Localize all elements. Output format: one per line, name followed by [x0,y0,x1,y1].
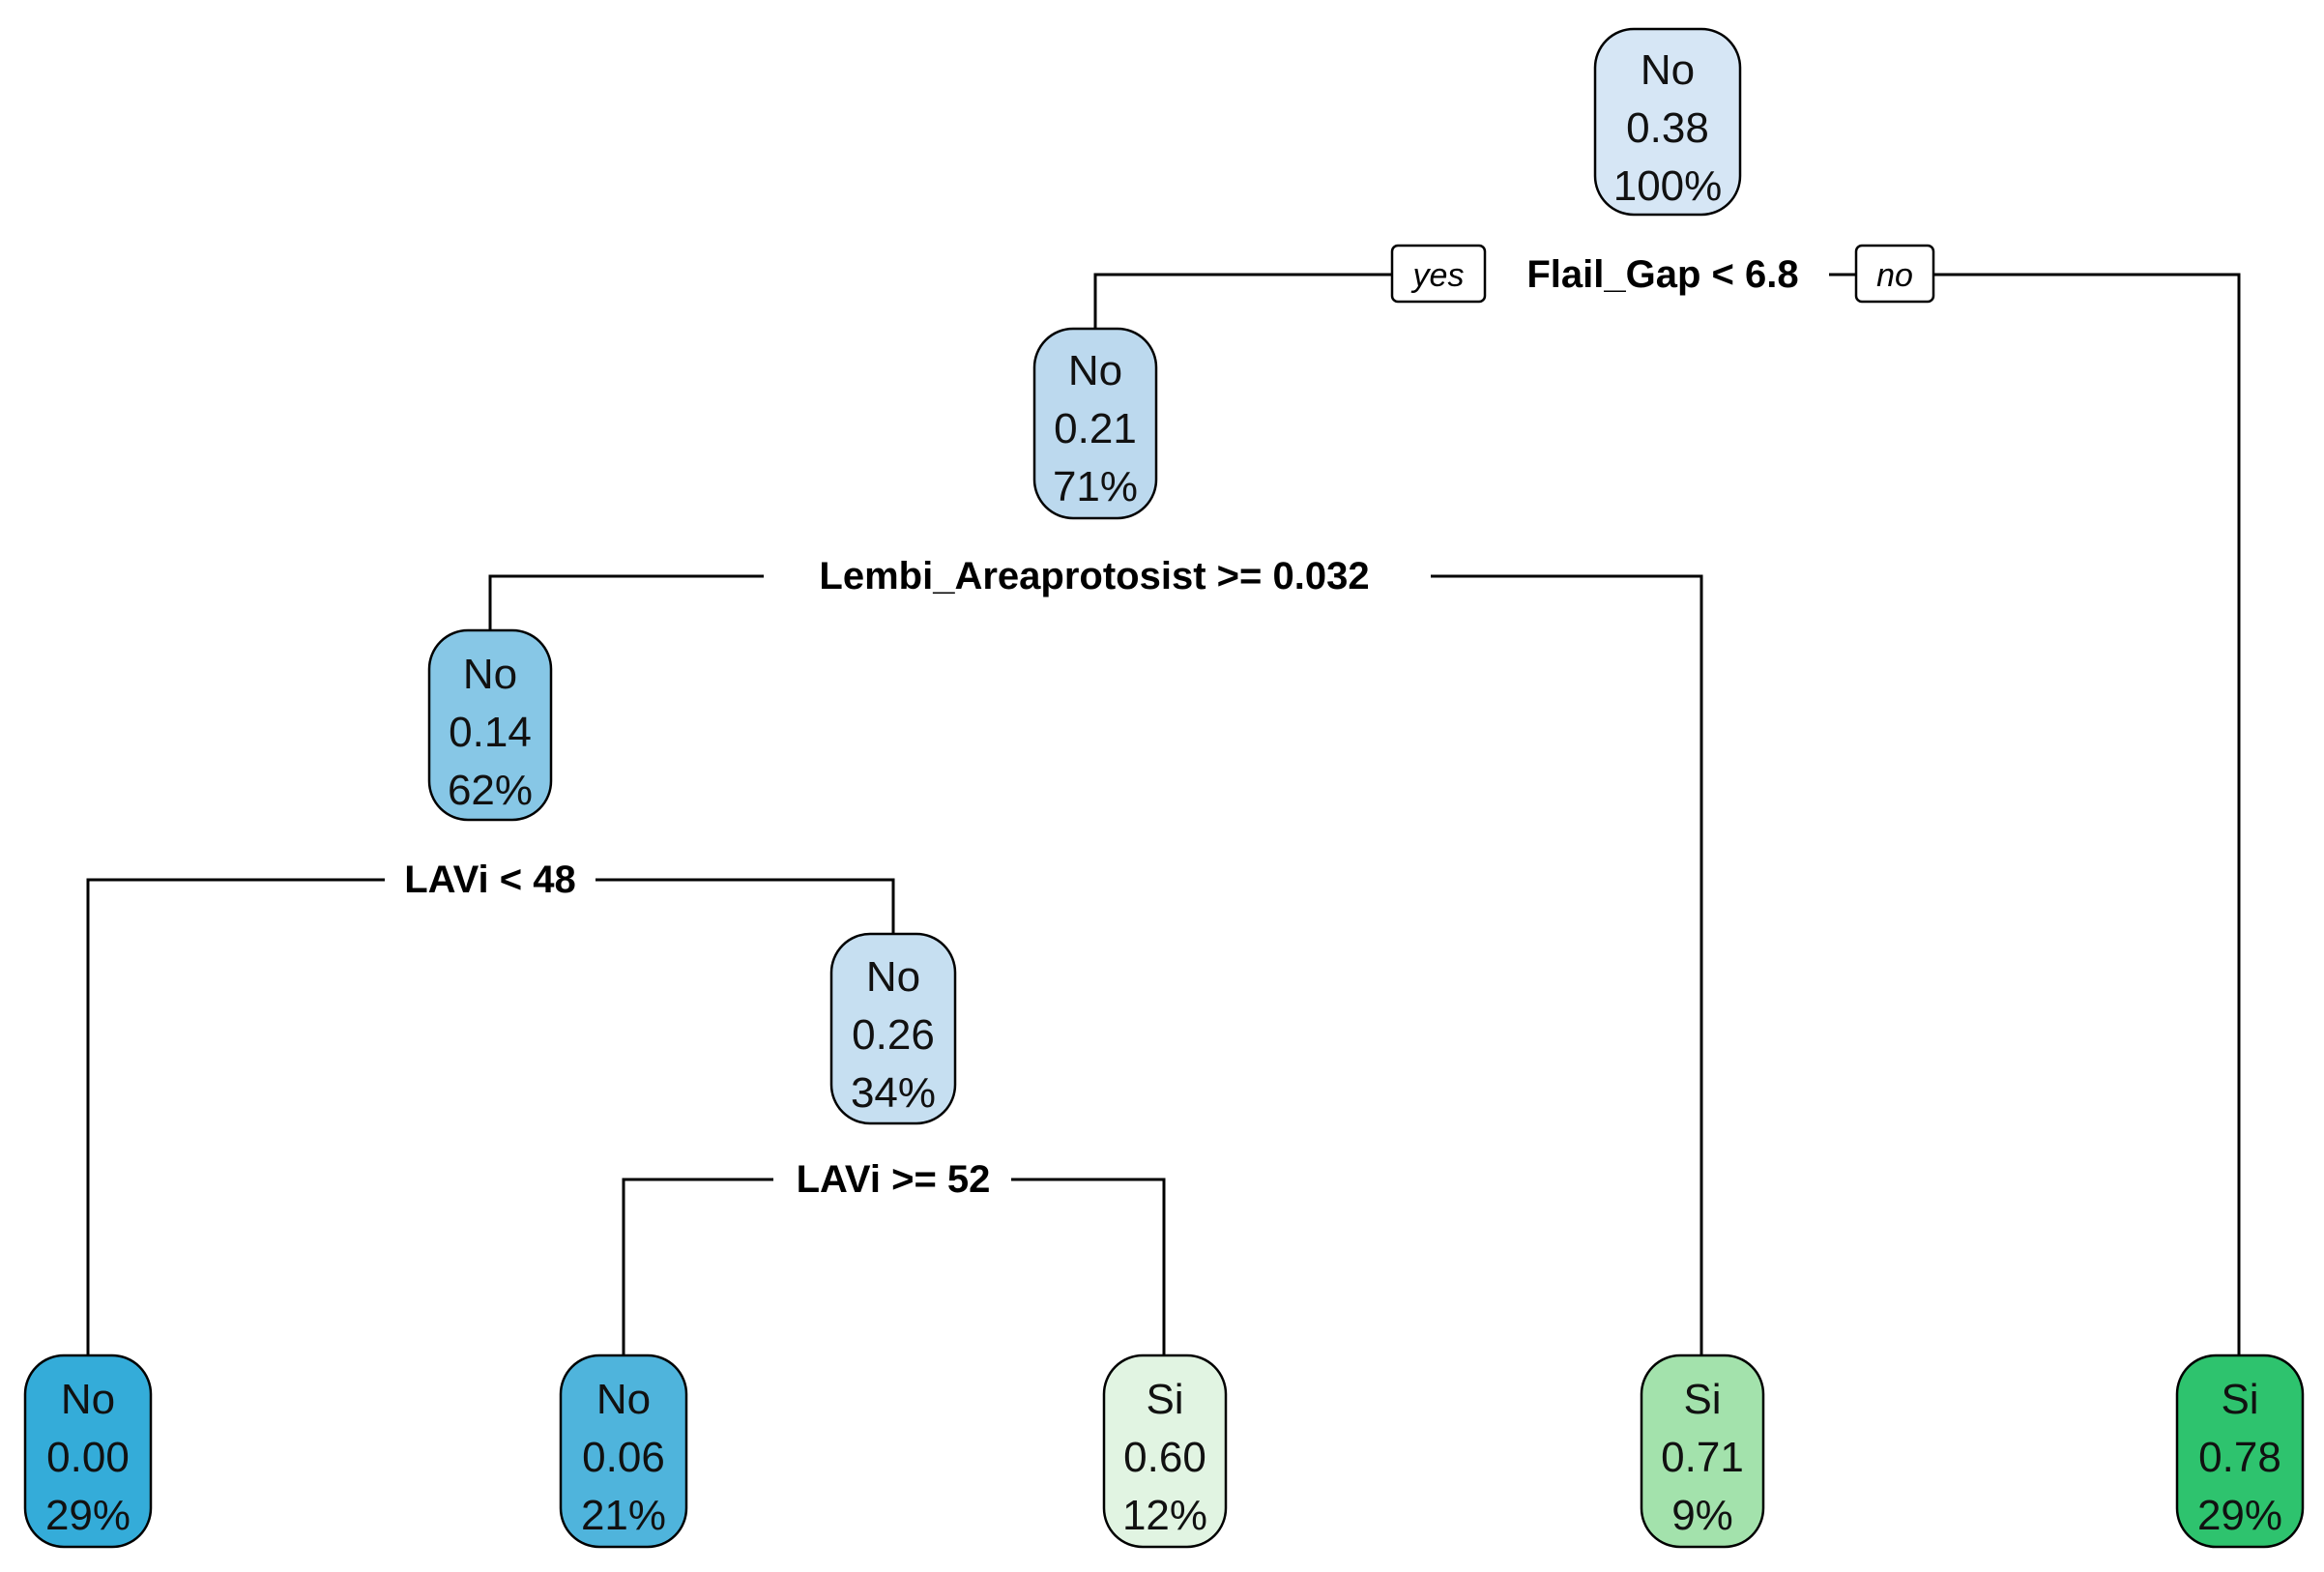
node-9-prob: 0.26 [852,1011,935,1059]
node-9: No 0.26 34% [829,932,957,1125]
split-bg-3 [385,855,596,905]
split-labels: Flail_Gap < 6.8 Lembi_Areaprotosist >= 0… [385,249,1829,1205]
node-root-box [1593,27,1742,217]
leaf-3-box [1102,1354,1228,1549]
node-root-prob: 0.38 [1626,104,1709,152]
node-4-box [427,628,553,822]
leaf-2-box [559,1354,688,1549]
node-9-class: No [866,953,920,1001]
edge-n2-right [1320,574,1703,1357]
leaf-5: Si 0.78 29% [2175,1354,2305,1549]
leaf-5-box [2175,1354,2305,1549]
split-label-lembi-areaprotosist: Lembi_Areaprotosist >= 0.032 [819,555,1369,597]
split-bg-4 [773,1154,1011,1205]
split-label-lavi-52: LAVi >= 52 [797,1158,991,1201]
node-root-class: No [1641,46,1695,94]
leaf-4: Si 0.71 9% [1640,1354,1765,1549]
edge-root-right [1672,273,2241,1357]
node-2-box [1032,327,1158,520]
edge-n2-left [488,574,870,632]
split-bg-1 [1500,249,1829,300]
leaf-2-pct: 21% [581,1492,666,1539]
leaf-5-prob: 0.78 [2198,1434,2281,1481]
leaf-2-class: No [596,1376,651,1423]
tree-nodes: No 0.38 100% No 0.21 71% No 0.14 62% No … [23,27,2305,1549]
node-2-prob: 0.21 [1054,405,1137,452]
node-2-pct: 71% [1053,463,1138,510]
node-9-box [829,932,957,1125]
tree-edges [86,273,2241,1357]
leaf-4-prob: 0.71 [1661,1434,1744,1481]
leaf-2-prob: 0.06 [582,1434,665,1481]
leaf-1-prob: 0.00 [46,1434,130,1481]
edge-root-left [1093,273,1450,331]
split-bg-2 [764,551,1431,601]
leaf-5-pct: 29% [2197,1492,2282,1539]
edge-n4-left [86,878,493,1357]
no-tag-box [1854,244,1935,304]
yes-tag-label: yes [1411,257,1465,294]
edge-n9-right [893,1178,1166,1357]
leaf-3-prob: 0.60 [1123,1434,1206,1481]
edge-n4-right [493,878,895,936]
split-label-flail-gap: Flail_Gap < 6.8 [1526,253,1798,296]
leaf-1-pct: 29% [45,1492,131,1539]
leaf-1: No 0.00 29% [23,1354,153,1549]
branch-tags: yes no [1390,244,1935,304]
yes-tag-box [1390,244,1487,304]
node-root: No 0.38 100% [1593,27,1742,217]
node-4: No 0.14 62% [427,628,553,822]
leaf-4-class: Si [1683,1376,1721,1423]
split-label-lavi-48: LAVi < 48 [404,859,576,901]
leaf-5-class: Si [2221,1376,2258,1423]
node-4-pct: 62% [448,767,533,814]
leaf-4-pct: 9% [1671,1492,1733,1539]
node-root-pct: 100% [1613,162,1723,210]
leaf-1-class: No [61,1376,115,1423]
leaf-3-class: Si [1146,1376,1183,1423]
leaf-1-box [23,1354,153,1549]
leaf-3-pct: 12% [1122,1492,1207,1539]
node-2: No 0.21 71% [1032,327,1158,520]
node-4-prob: 0.14 [449,709,532,756]
node-4-class: No [463,651,517,698]
leaf-3: Si 0.60 12% [1102,1354,1228,1549]
edge-n9-left [622,1178,893,1357]
node-9-pct: 34% [851,1069,936,1117]
node-2-class: No [1068,347,1122,394]
no-tag-label: no [1876,257,1913,294]
leaf-2: No 0.06 21% [559,1354,688,1549]
leaf-4-box [1640,1354,1765,1549]
